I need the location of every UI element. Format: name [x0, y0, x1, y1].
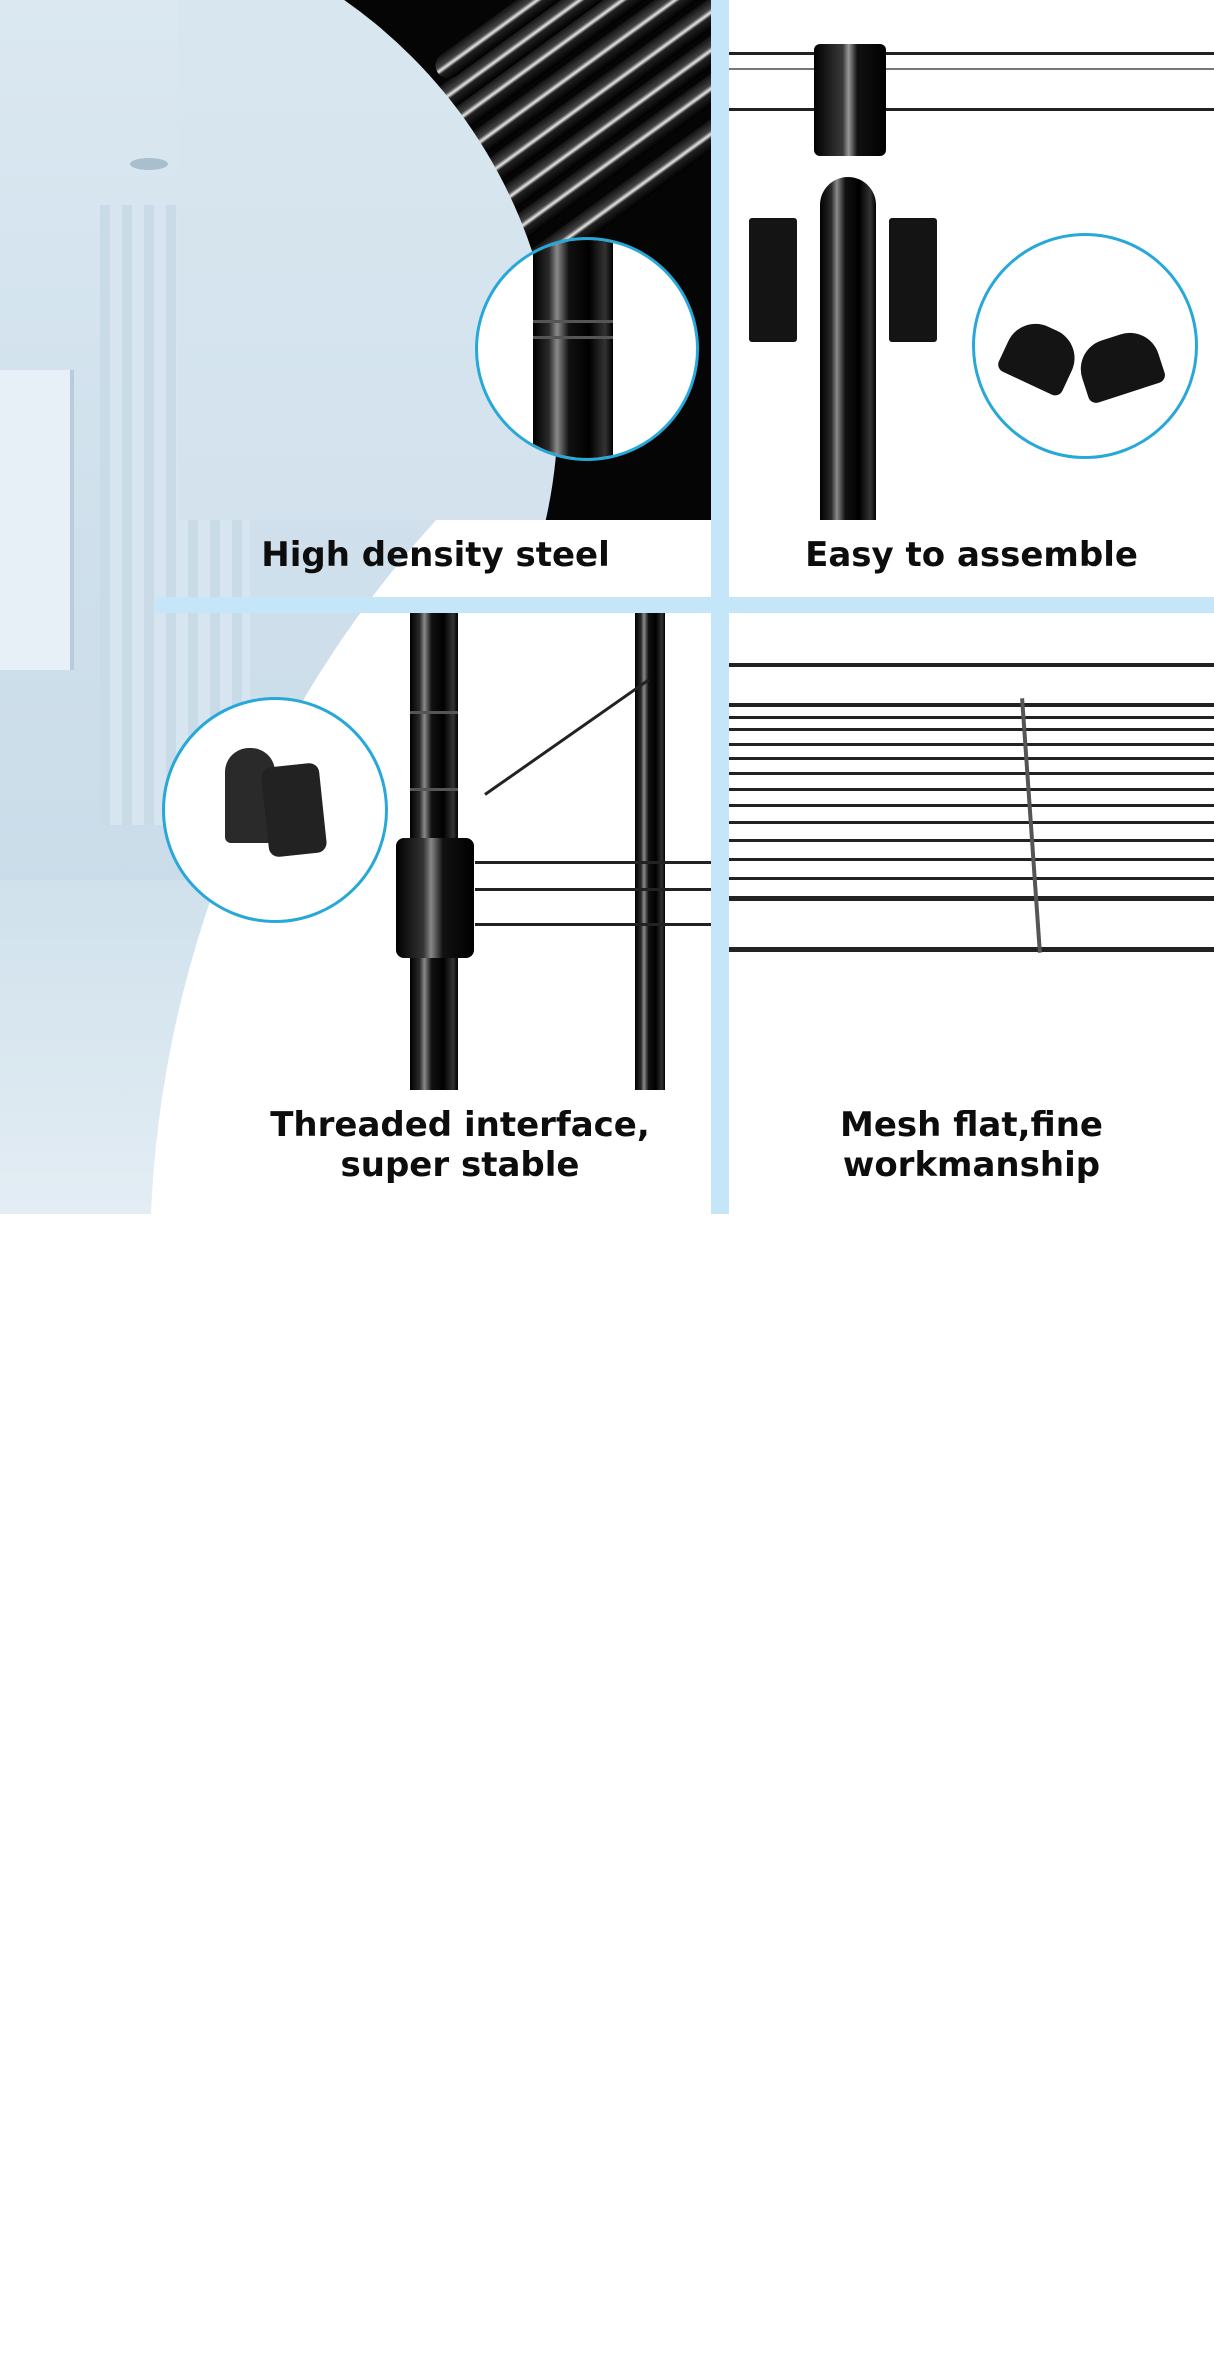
caption-threaded-interface: Threaded interface, super stable [180, 1105, 740, 1185]
horizontal-divider [155, 597, 1214, 613]
caption-high-density-steel: High density steel [261, 535, 610, 575]
pendant-lamp [130, 158, 168, 170]
caption-threaded-line2: super stable [340, 1145, 580, 1185]
caption-mesh-line2: workmanship [842, 1145, 1101, 1185]
split-sleeve-clips-circle [972, 233, 1198, 459]
wire-mesh-image [729, 613, 1214, 1214]
pole-ring-detail-circle [475, 237, 699, 461]
caption-threaded-line1: Threaded interface, [270, 1105, 650, 1145]
caption-mesh-flat: Mesh flat,fine workmanship [729, 1105, 1214, 1185]
caption-easy-to-assemble: Easy to assemble [805, 535, 1138, 575]
caption-mesh-line1: Mesh flat,fine [840, 1105, 1103, 1145]
sleeve-connector-circle [162, 697, 388, 923]
room-window [0, 370, 74, 670]
pole-joint-image [380, 613, 711, 1090]
